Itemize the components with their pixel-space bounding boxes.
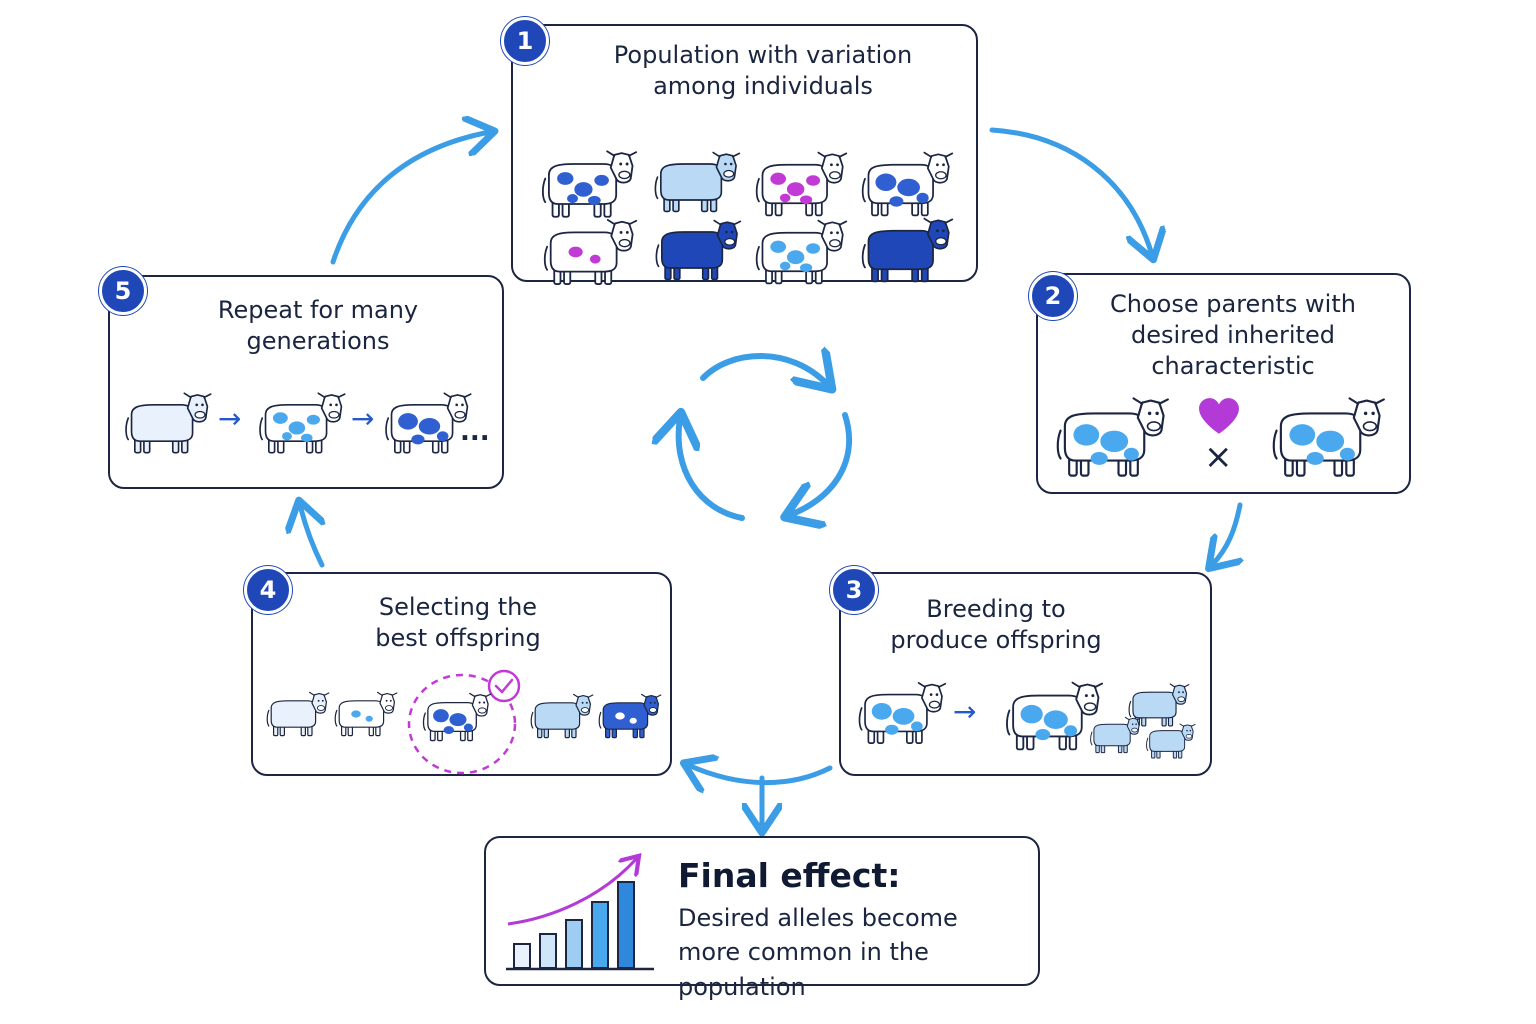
step-5-box: Repeat for many generations → → ... — [108, 275, 504, 489]
step-3-title: Breeding to produce offspring — [890, 595, 1102, 654]
step-1-box: Population with variation among individu… — [511, 24, 978, 282]
final-effect-line-2: more common in the population — [678, 938, 929, 1001]
bar-chart-icon — [506, 852, 654, 971]
step-3-arrow: → — [953, 695, 977, 728]
final-effect-title: Final effect: — [678, 856, 901, 895]
step-2-title: Choose parents with desired inherited ch… — [1110, 290, 1356, 380]
step-1-title: Population with variation among individu… — [613, 41, 913, 100]
check-circle-icon — [487, 669, 521, 703]
step-4-badge: 4 — [244, 566, 292, 614]
step-1-badge: 1 — [501, 17, 549, 65]
step-5-ellipsis: ... — [460, 417, 490, 447]
step-5-title: Repeat for many generations — [217, 296, 419, 355]
step-2-box: Choose parents with desired inherited ch… — [1036, 273, 1411, 494]
step-4-box: Selecting the best offspring — [251, 572, 672, 776]
step-5-arrow-1: → — [218, 402, 242, 435]
final-effect-box: Final effect: Desired alleles become mor… — [484, 836, 1040, 1001]
cycle-arrows-icon — [679, 356, 852, 518]
step-4-title: Selecting the best offspring — [375, 593, 541, 652]
heart-icon — [1199, 398, 1239, 434]
arrow-4-to-5 — [300, 505, 322, 568]
selection-circle — [407, 673, 517, 775]
final-effect-line-1: Desired alleles become — [678, 904, 958, 932]
step-3-badge: 3 — [830, 566, 878, 614]
arrow-5-to-1 — [330, 132, 490, 265]
arrow-3-to-4 — [688, 765, 833, 783]
step-3-box: Breeding to produce offspring → — [839, 572, 1212, 776]
step-5-badge: 5 — [99, 267, 147, 315]
cross-symbol: × — [1204, 437, 1233, 477]
step-5-arrow-2: → — [351, 402, 375, 435]
step-2-badge: 2 — [1029, 272, 1077, 320]
arrow-2-to-3 — [1212, 502, 1240, 565]
arrow-1-to-2 — [989, 127, 1152, 255]
